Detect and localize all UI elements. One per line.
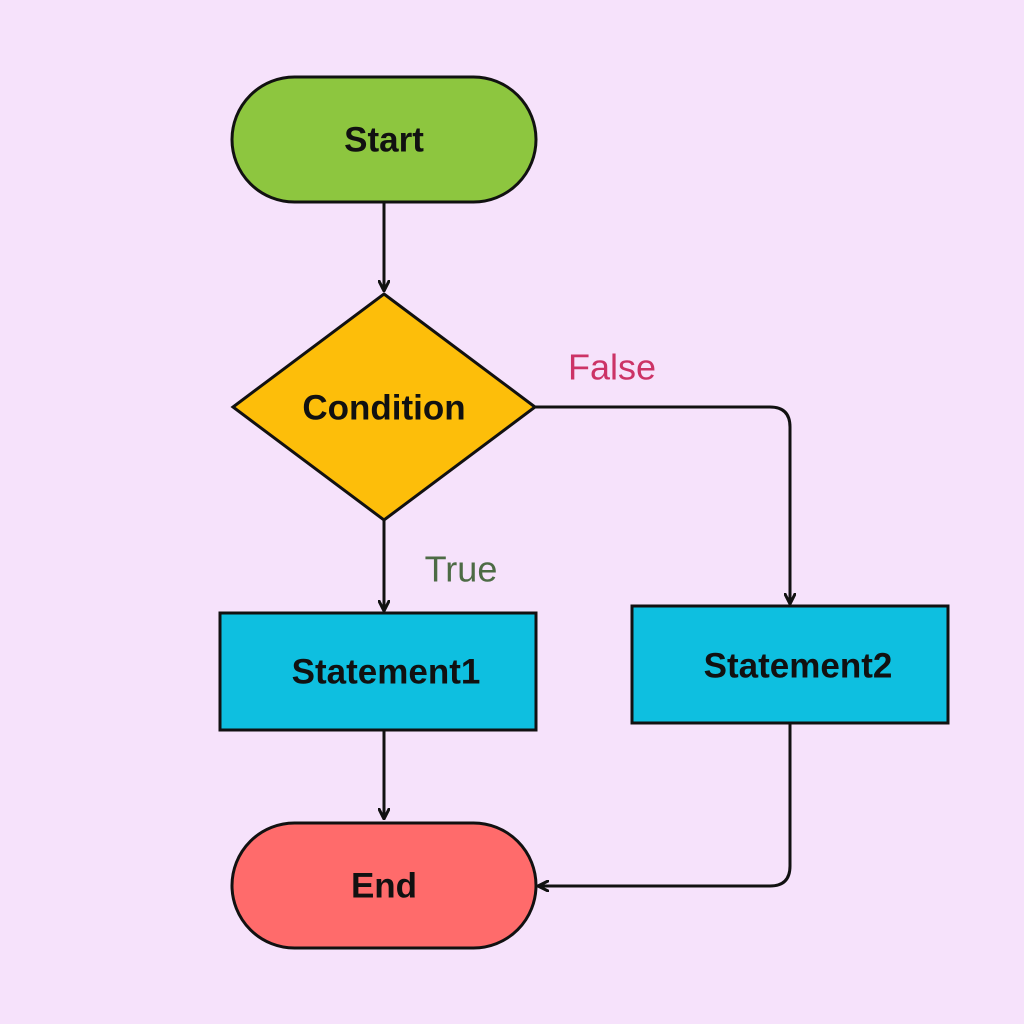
connector-condition-to-statement2 [535,405,790,603]
statement1-process [218,611,538,732]
statement1-label: Statement1 [292,653,481,692]
connector-statement2-to-end [539,724,792,886]
start-terminator [230,75,538,204]
condition-decision [230,292,538,522]
start-label: Start [344,121,424,160]
end-label: End [351,867,417,906]
condition-label: Condition [302,389,465,428]
false-branch-label: False [568,347,656,388]
end-terminator [230,821,538,950]
statement2-label: Statement2 [704,647,893,686]
true-branch-label: True [425,549,498,590]
statement2-process [630,604,950,725]
